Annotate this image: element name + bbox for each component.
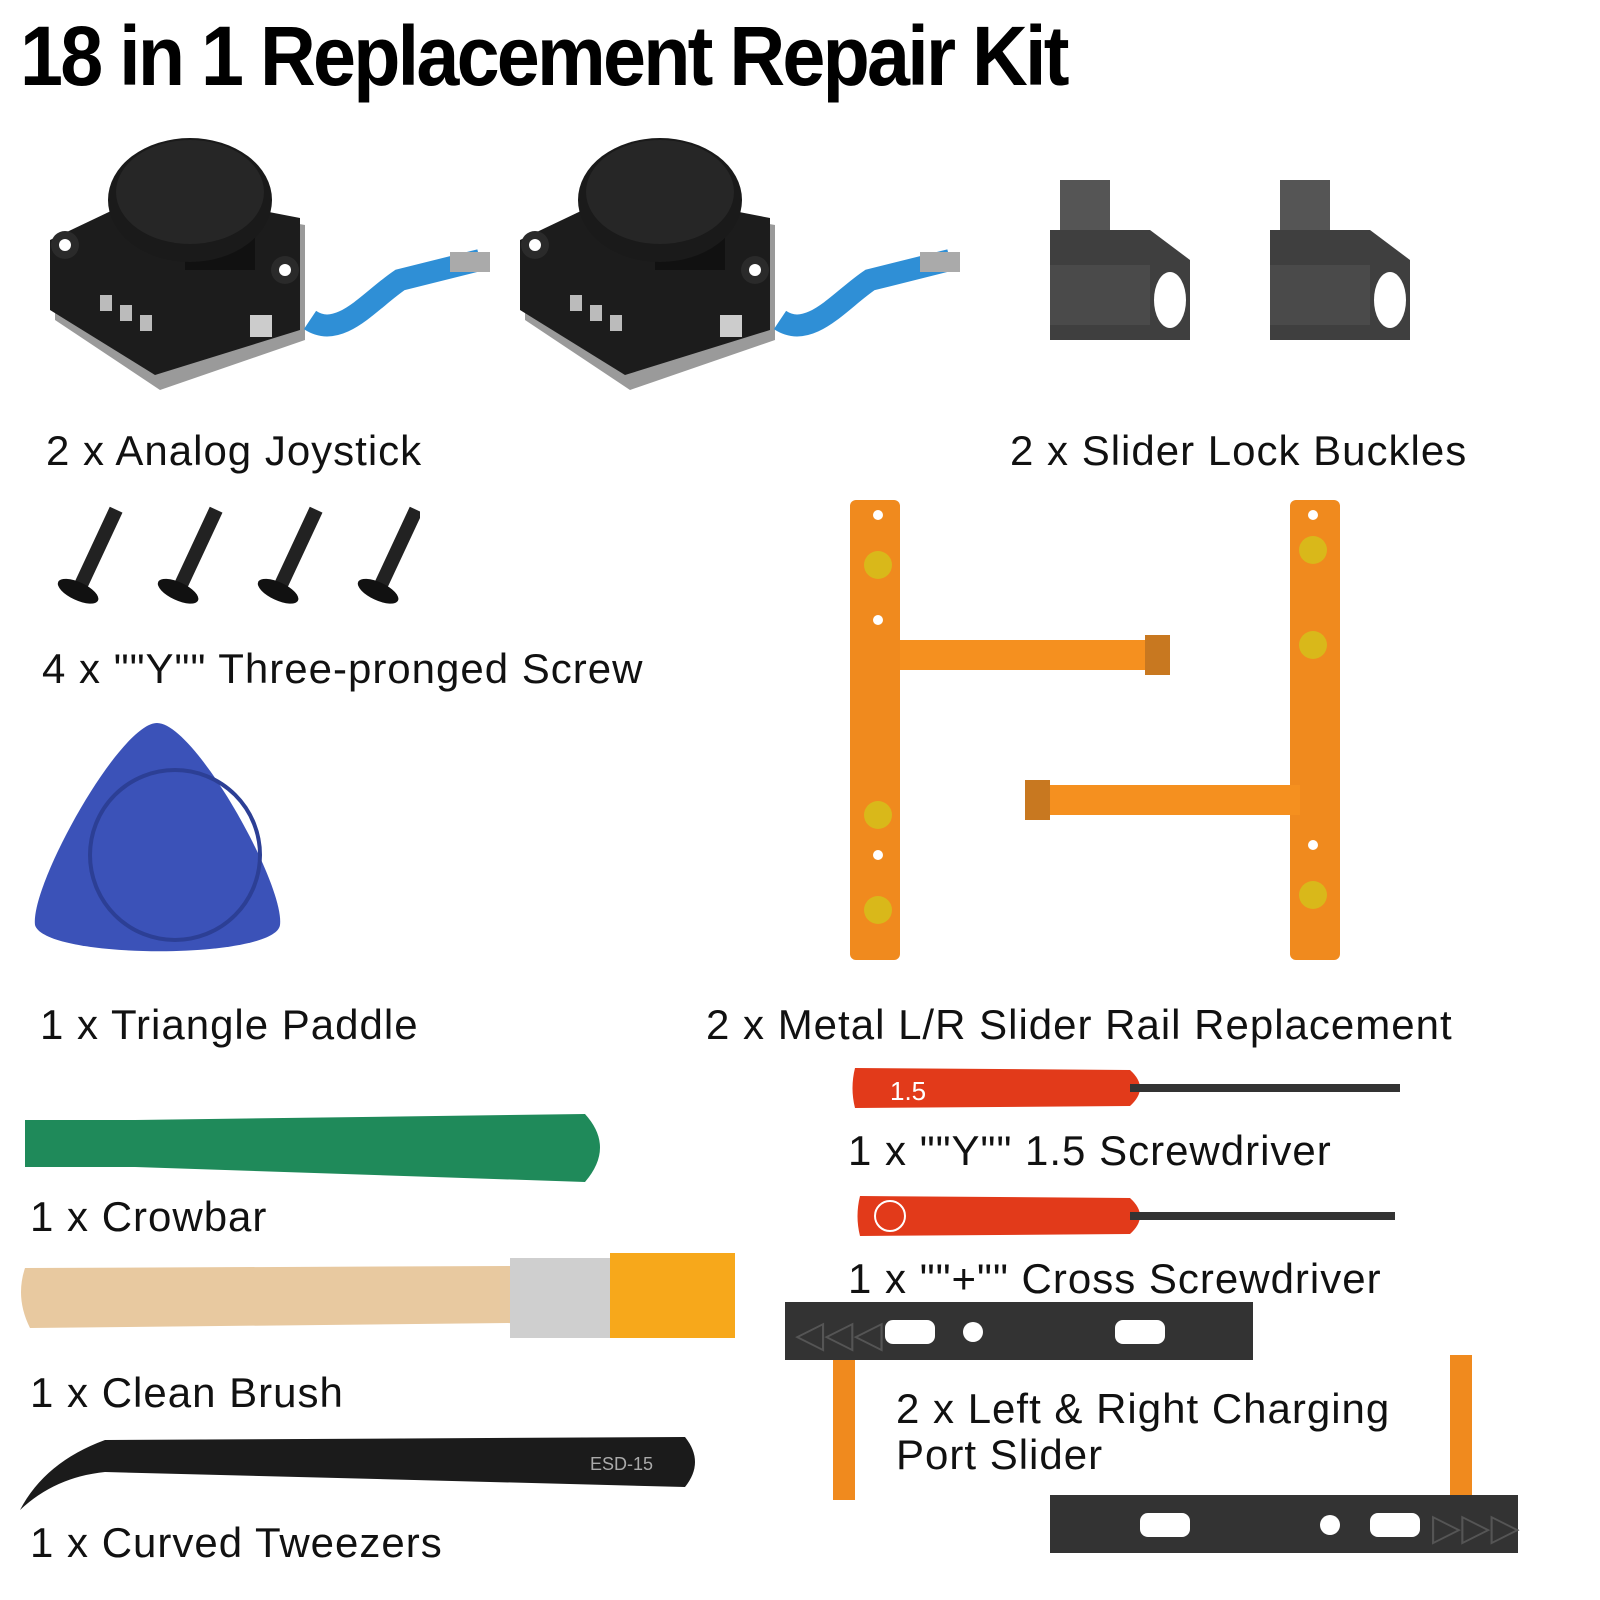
clean-brush xyxy=(15,1248,740,1343)
svg-text:▷▷▷: ▷▷▷ xyxy=(1432,1505,1520,1549)
slider-rail-right xyxy=(1020,500,1350,965)
screw-label: 4 x ""Y"" Three-pronged Screw xyxy=(42,645,644,692)
charging-slider-left: ◁◁◁ xyxy=(785,1302,1255,1507)
tweezers-label: 1 x Curved Tweezers xyxy=(30,1519,443,1566)
analog-joystick-2 xyxy=(510,130,970,400)
crowbar xyxy=(25,1112,615,1187)
slider-lock-buckle-1 xyxy=(1050,170,1200,350)
y-screwdriver: 1.5 xyxy=(850,1058,1410,1118)
analog-joystick-1 xyxy=(40,130,500,400)
crowbar-label: 1 x Crowbar xyxy=(30,1193,268,1240)
slider-rail-left xyxy=(845,500,1185,965)
tweezers-mark: ESD-15 xyxy=(590,1454,653,1474)
slider-rail-label: 2 x Metal L/R Slider Rail Replacement xyxy=(706,1001,1453,1048)
slider-lock-buckle-2 xyxy=(1270,170,1420,350)
screws xyxy=(40,500,420,615)
brush-label: 1 x Clean Brush xyxy=(30,1369,344,1416)
cross-screwdriver xyxy=(855,1186,1405,1246)
triangle-paddle xyxy=(25,715,290,965)
svg-text:◁◁◁: ◁◁◁ xyxy=(795,1312,883,1356)
page-title: 18 in 1 Replacement Repair Kit xyxy=(20,9,1070,103)
paddle-label: 1 x Triangle Paddle xyxy=(40,1001,419,1048)
slider-lock-label: 2 x Slider Lock Buckles xyxy=(1010,427,1468,474)
charging-slider-label-line2: Port Slider xyxy=(896,1431,1104,1478)
y-driver-mark: 1.5 xyxy=(890,1076,926,1106)
charging-slider-right: ▷▷▷ xyxy=(1050,1355,1520,1555)
joystick-label: 2 x Analog Joystick xyxy=(46,427,423,474)
curved-tweezers: ESD-15 xyxy=(15,1432,705,1517)
cross-screwdriver-label: 1 x ""+"" Cross Screwdriver xyxy=(848,1255,1382,1302)
charging-slider-label-line1: 2 x Left & Right Charging xyxy=(896,1385,1391,1432)
y-screwdriver-label: 1 x ""Y"" 1.5 Screwdriver xyxy=(848,1127,1332,1174)
